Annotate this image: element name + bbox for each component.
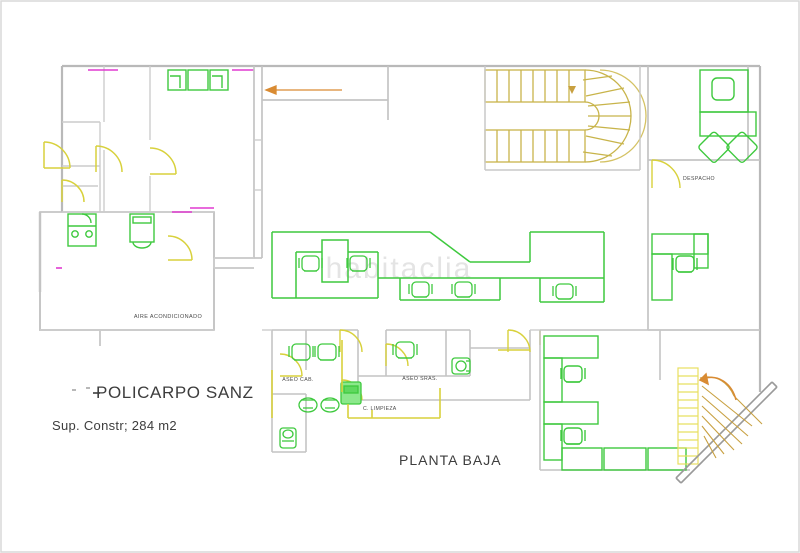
secondary-staircase	[677, 367, 699, 465]
lavatory	[288, 343, 314, 361]
plumbing-run	[271, 330, 541, 419]
workstation-chairs-center	[298, 255, 577, 300]
room-label-aire-acondicionado: AIRE ACONDICIONADO	[134, 314, 203, 320]
wc-accessible	[451, 357, 471, 375]
main-staircase	[484, 69, 647, 163]
left-room-fixtures	[67, 213, 155, 249]
surface-area-note: Sup. Constr; 284 m2	[52, 418, 177, 433]
cleaning-closet-fixture	[340, 381, 362, 405]
toilet	[320, 397, 340, 413]
direction-arrow-top	[264, 85, 342, 95]
floor-level-label: PLANTA BAJA	[399, 452, 502, 468]
despacho-furniture-top	[698, 69, 758, 164]
lavatory	[314, 343, 340, 361]
office-chair	[560, 427, 586, 445]
top-left-cabinets	[167, 69, 229, 91]
window-markers	[56, 69, 254, 269]
diagonal-boundary-wall	[675, 381, 778, 484]
room-label-aseo-cab: ASEO CAB.	[282, 377, 314, 383]
center-corridor-walls	[253, 66, 389, 259]
despacho-door-swing	[651, 159, 681, 189]
workstation-chair	[346, 255, 371, 272]
workstation-chair	[408, 281, 433, 298]
bottom-right-workstations	[543, 335, 687, 471]
title-block: POLICARPO SANZ Sup. Constr; 284 m2	[52, 383, 254, 433]
open-plan-partitions	[271, 231, 605, 303]
restroom-fixtures	[279, 341, 471, 449]
wc-fixture	[279, 427, 297, 449]
room-label-cuarto-limpieza: C. LIMPIEZA	[363, 406, 397, 412]
page-title: POLICARPO SANZ	[96, 383, 254, 402]
workstation-chair	[552, 283, 577, 300]
office-chair	[560, 365, 586, 383]
despacho-furniture-lower	[651, 233, 709, 301]
staircase-enclosure	[484, 66, 641, 171]
door-swings-left	[43, 141, 193, 261]
workstation-chair	[451, 281, 476, 298]
room-label-despacho: DESPACHO	[683, 176, 715, 182]
direction-arrow-ramp	[698, 372, 737, 401]
misc-walls	[40, 139, 660, 331]
room-labels: AIRE ACONDICIONADO ASEO CAB. ASEO SRAS. …	[134, 176, 715, 412]
room-label-aseo-sras: ASEO SRAS.	[402, 376, 437, 382]
lavatory	[392, 341, 418, 359]
toilet	[298, 397, 318, 413]
workstation-chair	[298, 255, 323, 272]
